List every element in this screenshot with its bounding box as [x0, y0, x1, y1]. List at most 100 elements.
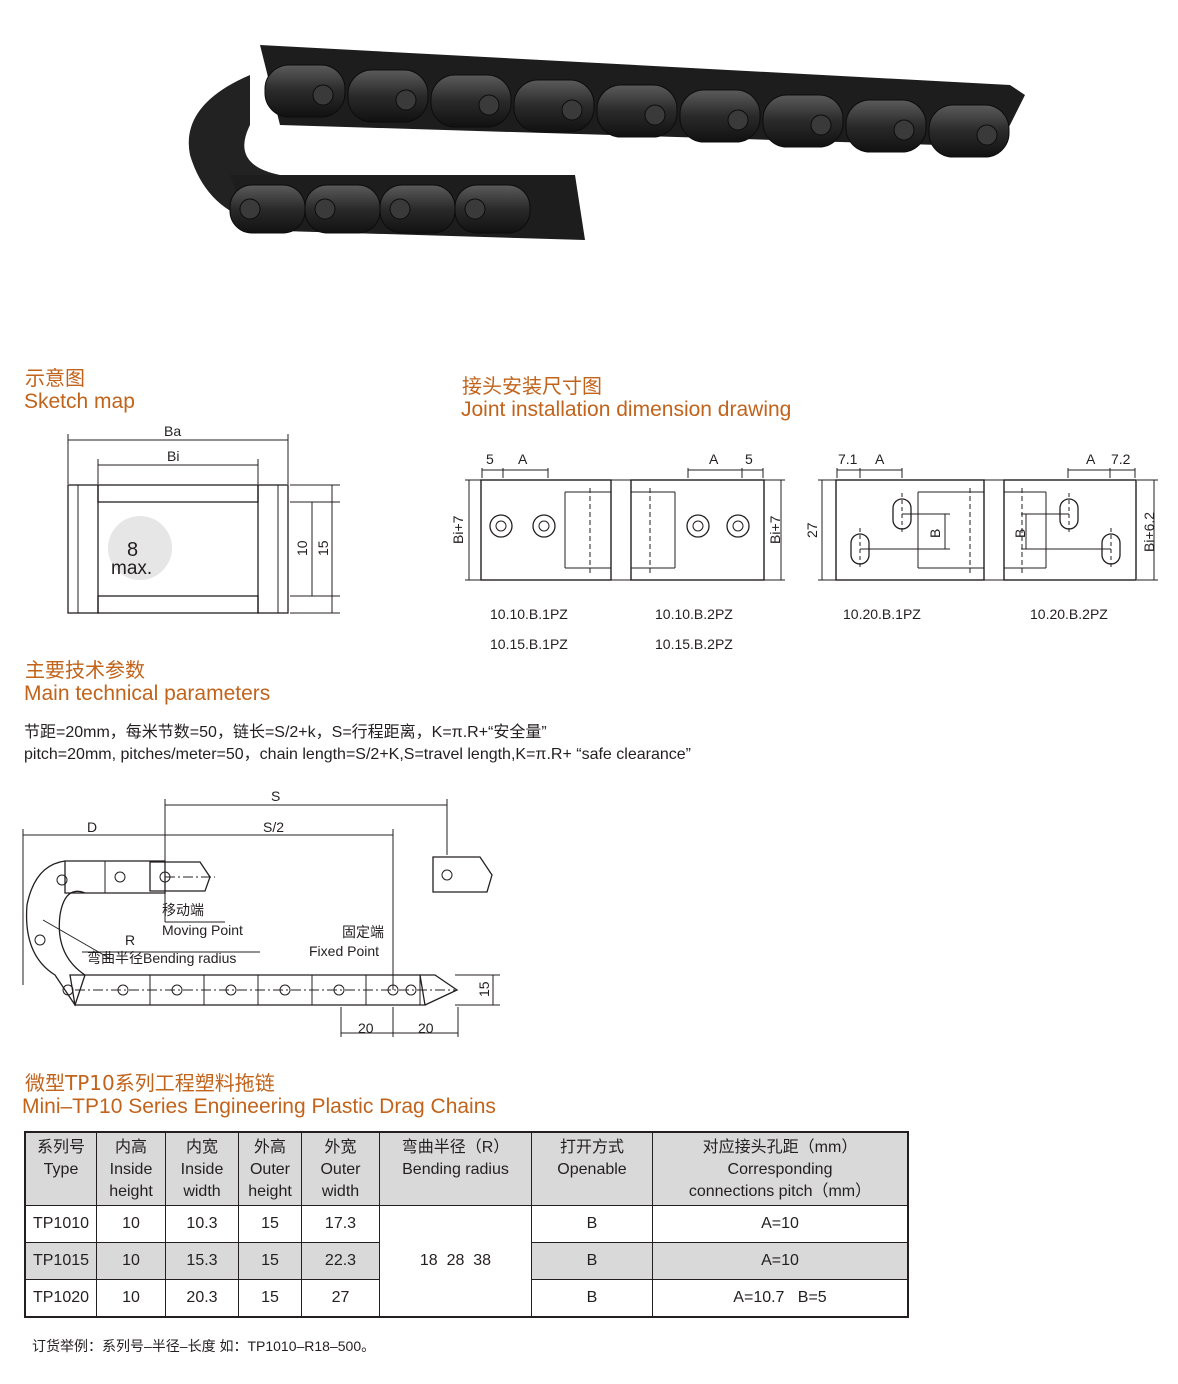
params-line-cn: 节距=20mm，每米节数=50，链长=S/2+k，S=行程距离，K=π.R+“安…: [24, 724, 547, 741]
chain-link-pin: [644, 104, 666, 126]
chain-link-plate: [347, 69, 429, 123]
chain-pin: [225, 984, 237, 996]
cell-inside-height: 10: [96, 1278, 166, 1317]
chain-pin: [279, 984, 291, 996]
cell-outer-height: 15: [238, 1204, 302, 1243]
chain-link-pin: [727, 109, 749, 131]
sketch-ba-label: Ba: [164, 423, 181, 439]
chain-pin: [387, 984, 399, 996]
sketch-15-label: 15: [315, 540, 331, 556]
chain-link-plate: [454, 184, 531, 234]
params-line-en: pitch=20mm, pitches/meter=50，chain lengt…: [24, 746, 691, 763]
fixed-cn-label: 固定端: [342, 924, 384, 940]
cell-outer-height: 15: [238, 1278, 302, 1317]
j1-dim-bi7a: Bi+7: [450, 515, 466, 544]
joint-code-3: 10.10.B.2PZ: [655, 606, 733, 622]
fixed-point-pin: [405, 984, 417, 996]
table-row: TP1015 10 15.3 15 22.3 B A=10: [24, 1241, 909, 1280]
cell-inside-width: 20.3: [165, 1278, 239, 1317]
layout-s2-label: S/2: [263, 819, 284, 835]
cell-inside-width: 15.3: [165, 1241, 239, 1280]
cell-outer-height: 15: [238, 1241, 302, 1280]
j2-dim-a2: A: [1086, 451, 1096, 467]
chain-link-pin: [893, 119, 915, 141]
cell-inside-width: 10.3: [165, 1204, 239, 1243]
chain-link-plate: [679, 89, 761, 143]
chain-link-plate: [928, 104, 1010, 158]
cell-outer-width: 17.3: [301, 1204, 380, 1243]
chain-link-plate: [762, 94, 844, 148]
j1-dim-bi7b: Bi+7: [767, 515, 783, 544]
chain-link-plate: [513, 79, 595, 133]
sketch-title-cn: 示意图: [25, 366, 85, 390]
sketch-10-label: 10: [294, 540, 310, 556]
chain-link-plate: [845, 99, 927, 153]
chain-link-pin: [389, 198, 411, 220]
chain-link-pin: [561, 99, 583, 121]
cell-type: TP1020: [24, 1278, 97, 1317]
moving-en-label: Moving Point: [162, 922, 243, 938]
chain-pin: [117, 984, 129, 996]
series-title-cn: 微型TP10系列工程塑料拖链: [25, 1071, 275, 1095]
drag-chain-photo: [188, 45, 1025, 240]
chain-layout-drawing: S S/2 D 移动端 Moving Point R 弯曲半径Bending r…: [22, 788, 500, 1037]
table-row: TP1010 10 10.3 15 17.3 18 28 38 B A=10: [24, 1204, 909, 1317]
cell-bending-radius: 18 28 38: [379, 1204, 532, 1317]
bending-label: 弯曲半径Bending radius: [87, 950, 236, 966]
cell-pitch: A=10: [652, 1204, 909, 1243]
sketch-max-label: max.: [111, 558, 152, 579]
params-title-en: Main technical parameters: [24, 682, 271, 705]
j2-dim-27: 27: [804, 522, 820, 538]
layout-d-label: D: [87, 819, 97, 835]
moving-cn-label: 移动端: [162, 902, 204, 918]
j2-dim-bi62: Bi+6.2: [1141, 512, 1157, 552]
joint-code-5: 10.20.B.1PZ: [843, 606, 921, 622]
j1-dim-5b: 5: [745, 451, 753, 467]
cell-inside-height: 10: [96, 1241, 166, 1280]
series-title-en: Mini–TP10 Series Engineering Plastic Dra…: [22, 1095, 496, 1118]
cell-type: TP1015: [24, 1241, 97, 1280]
chain-link-pin: [239, 198, 261, 220]
layout-s-label: S: [271, 788, 280, 804]
cell-outer-width: 27: [301, 1278, 380, 1317]
j1-dim-a: A: [518, 451, 528, 467]
upper-chain-links: [264, 64, 1010, 158]
joint-title-cn: 接头安装尺寸图: [462, 374, 602, 398]
j2-dim-72: 7.2: [1111, 451, 1131, 467]
j1-dim-a2: A: [709, 451, 719, 467]
sketch-map-drawing: Ba Bi 8 max. 10 15: [67, 423, 340, 614]
dim-20a-label: 20: [358, 1020, 374, 1036]
sketch-bi-label: Bi: [167, 448, 179, 464]
sketch-title-en: Sketch map: [24, 390, 135, 413]
cell-openable: B: [531, 1278, 653, 1317]
lower-chain-pins: [117, 975, 421, 1005]
chain-link-plate: [264, 64, 346, 118]
fixed-en-label: Fixed Point: [309, 943, 379, 959]
chain-link-pin: [976, 124, 998, 146]
cell-openable: B: [531, 1204, 653, 1243]
cell-outer-width: 22.3: [301, 1241, 380, 1280]
j2-dim-b2: B: [1012, 529, 1028, 538]
sketch-8-label: 8: [127, 539, 138, 561]
cell-type: TP1010: [24, 1204, 97, 1243]
params-title-cn: 主要技术参数: [25, 658, 145, 682]
lower-chain-links: [229, 184, 531, 234]
j2-dim-a: A: [875, 451, 885, 467]
chain-link-pin: [810, 114, 832, 136]
order-example: 订货举例：系列号–半径–长度 如：TP1010–R18–500。: [32, 1338, 376, 1354]
chain-pin: [171, 984, 183, 996]
table-row: TP1020 10 20.3 15 27 B A=10.7 B=5: [24, 1278, 909, 1317]
chain-link-plate: [430, 74, 512, 128]
j2-dim-71: 7.1: [838, 451, 858, 467]
layout-r-label: R: [125, 932, 135, 948]
joint-code-6: 10.20.B.2PZ: [1030, 606, 1108, 622]
chain-link-pin: [478, 94, 500, 116]
